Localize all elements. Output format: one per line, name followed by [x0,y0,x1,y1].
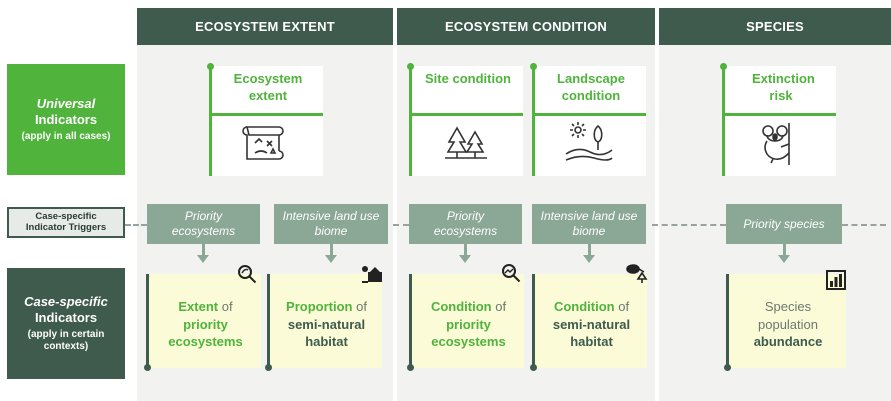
row-title: Universal [36,95,96,111]
card-divider [725,113,836,116]
card-text: Condition of semi-natural habitat [540,298,643,351]
trigger-dashed-line [652,224,726,226]
case-card-extent-priority-ecosystems: Extent of priority ecosystems [144,274,261,371]
card-dot [407,364,414,371]
header-species: SPECIES [659,8,891,45]
row-title: Case-specific Indicator Triggers [25,210,107,233]
card-title: Ecosystem extent [233,71,303,103]
universal-card-landscape-condition: Landscape condition [530,63,646,176]
bar-chart-icon [826,270,846,295]
forest-icon [441,122,491,167]
card-divider [212,113,323,116]
card-line [267,274,270,368]
card-rest: semi-natural habitat [552,316,631,350]
row-note: (apply in all cases) [21,131,111,143]
row-subtitle: Indicators [34,309,98,325]
universal-card-extinction-risk: Extinction risk [720,63,836,176]
card-mid: of [618,299,630,314]
case-card-proportion-semi-natural: Proportion of semi-natural habitat [265,274,382,371]
card-title: Landscape condition [557,71,625,103]
card-text: Species population abundance [734,298,842,351]
universal-card-ecosystem-extent: Ecosystem extent [207,63,323,176]
card-dot [265,364,272,371]
card-rest: semi-natural habitat [287,316,366,350]
card-dot [720,63,727,70]
magnifier-trend-icon [500,262,522,289]
row-label-case-specific: Case-specific Indicators (apply in certa… [7,268,125,379]
trigger-dashed-line [125,224,147,226]
magnifier-leaf-icon [236,263,258,290]
card-dot [144,364,151,371]
koala-icon [759,121,799,170]
card-line2: population [758,316,818,332]
row-label-universal: Universal Indicators (apply in all cases… [7,64,125,175]
trigger-intensive-land-use: Intensive land use biome [274,204,388,244]
card-line [532,274,535,368]
card-line [409,274,412,368]
watering-icon [624,261,648,290]
card-bold: abundance [753,334,823,350]
card-dot [530,63,537,70]
card-title: Site condition [425,71,511,86]
card-line [146,274,149,368]
card-text: Proportion of semi-natural habitat [275,298,378,351]
card-divider [412,113,523,116]
card-dot [207,63,214,70]
row-subtitle: Indicators [34,111,98,127]
card-dot [724,364,731,371]
landscape-icon [564,118,614,167]
header-ecosystem-condition: ECOSYSTEM CONDITION [397,8,655,45]
card-bold: Extent [178,299,219,314]
card-text: Extent of priority ecosystems [154,298,257,351]
trigger-priority-ecosystems: Priority ecosystems [409,204,522,244]
card-mid: of [221,299,233,314]
case-card-condition-semi-natural: Condition of semi-natural habitat [530,274,647,371]
row-note: (apply in certain contexts) [27,329,105,353]
card-line [409,66,412,176]
row-label-triggers: Case-specific Indicator Triggers [7,207,125,238]
card-line [209,66,212,176]
habitat-icon [360,264,384,289]
card-title: Extinction risk [752,71,815,103]
card-bold: Proportion [286,299,353,314]
case-card-condition-priority-ecosystems: Condition of priority ecosystems [407,274,524,371]
card-text: Condition of priority ecosystems [417,298,520,351]
header-ecosystem-extent: ECOSYSTEM EXTENT [137,8,393,45]
card-mid: of [495,299,507,314]
card-line1: Species [764,299,812,314]
card-divider [535,113,646,116]
trigger-dashed-line [842,224,886,226]
universal-card-site-condition: Site condition [407,63,523,176]
trigger-priority-ecosystems: Priority ecosystems [147,204,260,244]
trigger-dashed-line [393,224,409,226]
card-dot [407,63,414,70]
card-line [722,66,725,176]
card-line [726,274,729,368]
card-dot [530,364,537,371]
card-line [532,66,535,176]
card-mid: of [356,299,367,314]
card-rest: priority ecosystems [431,316,506,350]
trigger-intensive-land-use: Intensive land use biome [532,204,646,244]
trigger-priority-species: Priority species [726,204,842,244]
card-bold: Condition [553,299,615,314]
card-rest: priority ecosystems [168,316,243,350]
map-icon [241,121,291,168]
row-title: Case-specific [24,293,108,309]
card-bold: Condition [430,299,492,314]
